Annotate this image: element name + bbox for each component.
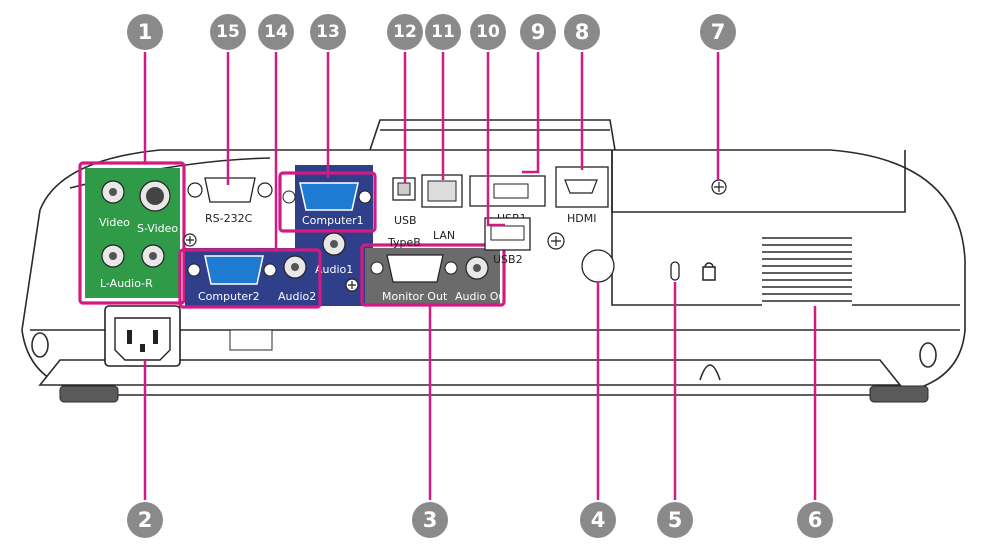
callout-lines	[143, 52, 817, 500]
audio2-label: Audio2	[278, 290, 316, 303]
leader-10	[486, 52, 505, 227]
svg-text:3: 3	[423, 508, 438, 532]
svg-text:13: 13	[316, 22, 340, 42]
av-input-panel: Video S-Video L-Audio-R	[78, 161, 186, 305]
callout-12: 12	[387, 14, 423, 50]
screw-icons	[183, 179, 727, 292]
svg-text:6: 6	[808, 508, 823, 532]
l-audio-r-label: L-Audio-R	[100, 277, 153, 290]
screw-icon	[711, 179, 727, 195]
left-knob	[31, 332, 49, 358]
svg-text:1: 1	[138, 20, 153, 44]
usb2-label: USB2	[493, 253, 523, 266]
security-slot	[670, 261, 680, 281]
svg-text:12: 12	[393, 22, 417, 42]
computer1-label: Computer1	[302, 214, 364, 227]
audio-l-jack	[101, 244, 125, 268]
base	[38, 359, 902, 386]
remote-receiver	[581, 249, 615, 283]
callout-7: 7	[700, 14, 736, 50]
computer2-port	[187, 255, 277, 285]
callout-9: 9	[520, 14, 556, 50]
kensington-icon	[702, 262, 716, 281]
lan-label: LAN	[433, 229, 455, 242]
leader-9	[522, 52, 540, 174]
usb2-port: USB2	[484, 217, 531, 266]
monitor-out-port	[370, 254, 458, 283]
computer1-port	[282, 182, 372, 211]
svg-text:5: 5	[668, 508, 683, 532]
audio2-jack	[283, 255, 307, 279]
screw-icon	[345, 278, 359, 292]
air-vent	[762, 235, 852, 307]
rs232c-label: RS-232C	[205, 212, 253, 225]
rs232c-port: RS-232C	[187, 177, 273, 225]
callout-2: 2	[127, 502, 163, 538]
feet	[59, 329, 929, 403]
output-highlight	[360, 243, 506, 307]
callout-5: 5	[657, 502, 693, 538]
callout-6: 6	[797, 502, 833, 538]
usb-typeb-label: USB	[394, 214, 417, 227]
svg-text:10: 10	[476, 22, 500, 42]
power-inlet	[104, 305, 181, 367]
audio1-label: Audio1	[315, 263, 353, 276]
right-foot	[869, 385, 929, 403]
svg-text:11: 11	[431, 22, 455, 42]
audio-out-label: Audio Out	[455, 290, 510, 303]
left-foot	[59, 385, 119, 403]
audio1-jack	[322, 232, 346, 256]
usb-typeb-port: USB TypeB	[387, 177, 421, 249]
s-video-label: S-Video	[137, 222, 178, 235]
screw-icon	[183, 233, 197, 247]
right-knob	[919, 342, 937, 368]
callout-1: 1	[127, 14, 163, 50]
svg-text:4: 4	[591, 508, 606, 532]
callout-15: 15	[210, 14, 246, 50]
callout-10: 10	[470, 14, 506, 50]
svg-text:15: 15	[216, 22, 240, 42]
computer2-panel: Computer2 Audio2	[178, 248, 322, 309]
svg-text:14: 14	[264, 22, 288, 42]
computer2-label: Computer2	[198, 290, 260, 303]
screw-icon	[547, 232, 565, 250]
s-video-jack	[139, 180, 171, 212]
center-foot	[229, 329, 273, 351]
svg-text:2: 2	[138, 508, 153, 532]
callout-8: 8	[564, 14, 600, 50]
audio-r-jack	[141, 244, 165, 268]
callout-markers: 1 2 3 4 5 6 7 8 9 10 11	[127, 14, 833, 538]
av-panel-highlight	[78, 161, 186, 305]
callout-11: 11	[425, 14, 461, 50]
top-ridge	[369, 119, 616, 151]
monitor-out-label: Monitor Out	[382, 290, 448, 303]
hdmi-port: HDMI	[555, 166, 609, 225]
callout-3: 3	[412, 502, 448, 538]
svg-text:9: 9	[531, 20, 546, 44]
callout-14: 14	[258, 14, 294, 50]
right-foot-curve	[699, 364, 721, 381]
callout-4: 4	[580, 502, 616, 538]
hdmi-label: HDMI	[567, 212, 596, 225]
video-label: Video	[99, 216, 130, 229]
callout-13: 13	[310, 14, 346, 50]
usb-typeb-label-2: TypeB	[387, 236, 421, 249]
video-jack	[101, 180, 125, 204]
computer2-highlight	[178, 248, 322, 309]
lan-port: LAN	[421, 174, 463, 242]
audio-out-jack	[465, 256, 489, 280]
svg-text:7: 7	[711, 20, 726, 44]
output-panel: Monitor Out Audio Out	[360, 243, 510, 307]
svg-text:8: 8	[575, 20, 590, 44]
